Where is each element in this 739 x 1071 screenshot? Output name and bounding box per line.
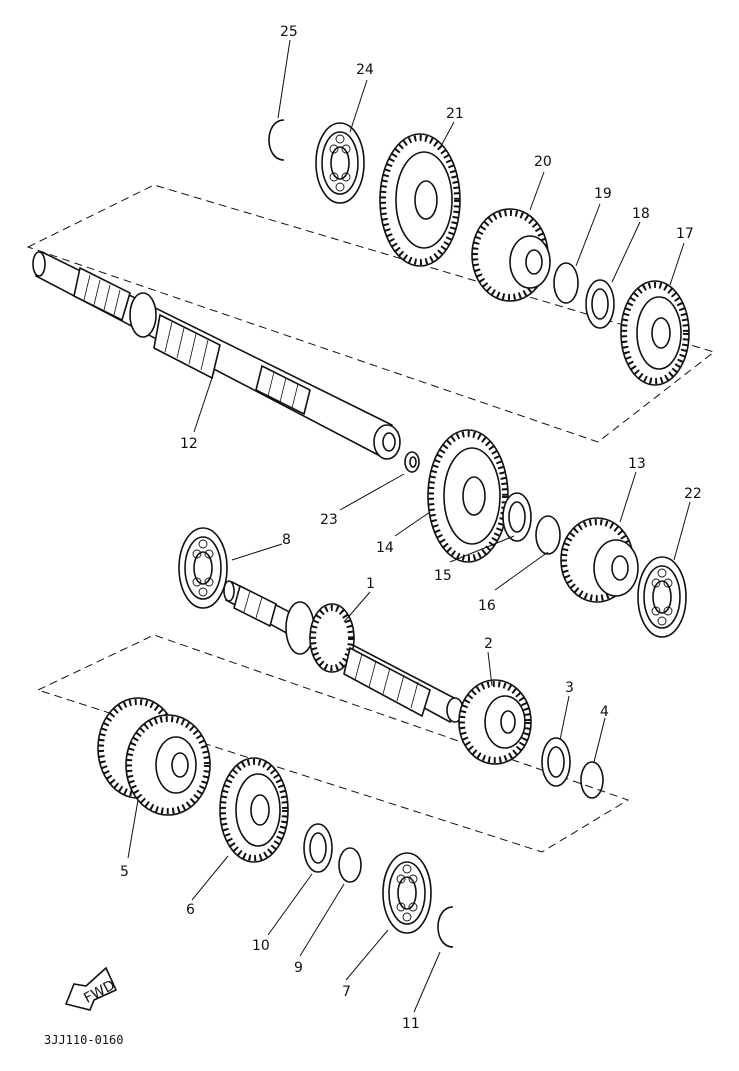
gear-17 [621,281,689,385]
washer-3 [541,737,571,787]
callout-10: 10 [252,938,270,954]
callout-22: 22 [684,486,702,502]
bearing-22 [637,556,687,638]
main-shaft-12 [32,250,401,460]
gear-2 [458,679,532,765]
gear-21 [380,134,460,266]
upper-shaft-guide-box [26,184,716,443]
callout-6: 6 [186,902,195,918]
callout-7: 7 [342,984,351,1000]
gear-14 [428,430,508,562]
callout-12: 12 [180,436,198,452]
callout-16: 16 [478,598,496,614]
circlip-16 [535,515,561,555]
lower-shaft-guide-box [36,634,630,853]
circlip-25 [268,119,285,161]
callout-8: 8 [282,532,291,548]
gear-6 [220,758,288,862]
circlip-9 [338,847,362,883]
callout-20: 20 [534,154,552,170]
washer-15 [502,492,532,542]
callout-25: 25 [280,24,298,40]
callout-9: 9 [294,960,303,976]
callout-17: 17 [676,226,694,242]
collar-23 [404,451,420,473]
washer-18 [585,279,615,329]
bearing-24 [315,122,365,204]
bearing-8 [178,527,228,609]
callout-19: 19 [594,186,612,202]
leader-lines [127,39,691,1013]
gear-5 [97,697,211,816]
callout-5: 5 [120,864,129,880]
gear-13 [560,517,639,603]
washer-10 [303,823,333,873]
callout-13: 13 [628,456,646,472]
fwd-arrow-icon: FWD [64,966,118,1011]
circlip-19 [553,262,579,304]
bearing-7 [382,852,432,934]
callout-15: 15 [434,568,452,584]
callout-3: 3 [565,680,574,696]
callout-14: 14 [376,540,394,556]
callout-21: 21 [446,106,464,122]
callout-11: 11 [402,1016,420,1032]
callout-23: 23 [320,512,338,528]
callout-4: 4 [600,704,609,720]
callout-2: 2 [484,636,493,652]
gear-20 [471,208,551,302]
circlip-11 [437,906,454,948]
drive-axle-1 [223,580,464,724]
diagram-part-number: 3JJ110-0160 [44,1033,123,1047]
circlip-4 [580,761,604,799]
callout-24: 24 [356,62,374,78]
callout-18: 18 [632,206,650,222]
callout-1: 1 [366,576,375,592]
